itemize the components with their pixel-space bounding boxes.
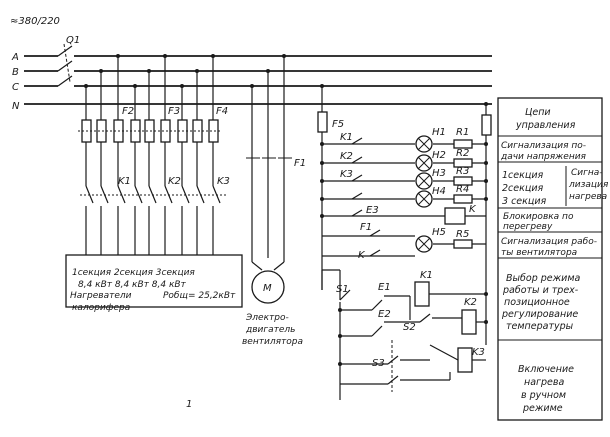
lamp-label-h3: H3 [432, 168, 446, 179]
resistor-label-r4: R4 [456, 184, 469, 195]
coil-k3 [457, 347, 473, 373]
fuse-label-f5: F5 [332, 119, 344, 130]
bus-labels: A B C N [11, 52, 20, 112]
legend-heating-signal-3: нагрева [569, 192, 607, 202]
heater-block [65, 254, 243, 308]
bus-label-a: A [11, 52, 19, 63]
resistor-label-r1: R1 [456, 127, 469, 138]
heater-name-label: Нагреватели [70, 291, 132, 301]
legend-section-1: 1секция [502, 170, 543, 181]
sensor-label-e2: E2 [378, 309, 391, 320]
legend-voltage-1: Сигнализация по- [501, 141, 586, 151]
resistor-r3 [453, 176, 473, 186]
resistor-r4 [453, 194, 473, 204]
legend-fan-signal-2: ты вентилятора [501, 248, 577, 258]
motor-wires [246, 54, 292, 271]
coil-k [444, 207, 466, 225]
resistor-group [444, 139, 473, 249]
fuse-label-f3: F3 [168, 106, 180, 117]
contactor-label-k1: K1 [118, 176, 131, 187]
heater-fuses [78, 119, 222, 143]
row-label-k: K [358, 250, 366, 261]
resistor-label-r3: R3 [456, 166, 469, 177]
legend-mode-3: позиционное [504, 297, 570, 308]
row-label-e3: E3 [366, 205, 379, 216]
motor-caption-1: Электро- [245, 313, 289, 323]
heater-total-power-label: Pобщ= 25,2кВт [163, 291, 236, 301]
legend-circuits-2: управления [515, 120, 576, 131]
resistor-r2 [453, 158, 473, 168]
switch-label-s1: S1 [336, 284, 349, 295]
contactor-label-k2: K2 [168, 176, 181, 187]
legend-section-3: 3 секция [502, 196, 547, 207]
motor-caption-3: вентилятора [242, 337, 303, 347]
main-switch-label: Q1 [66, 35, 80, 46]
motor-symbol-label: M [263, 283, 272, 294]
lamp-label-h2: H2 [432, 150, 446, 161]
motor-symbol [251, 270, 285, 304]
fuse-label-f4: F4 [216, 106, 228, 117]
row-label-k3: K3 [340, 169, 353, 180]
legend-mode-2: работы и трех- [502, 285, 579, 296]
bus-label-b: B [12, 67, 19, 78]
coil-k2 [461, 309, 477, 335]
supply-voltage-label: ≈380/220 [10, 16, 60, 27]
row-label-k1: K1 [340, 132, 353, 143]
bus-label-c: C [12, 82, 19, 93]
motor-caption-2: двигатель [245, 325, 295, 335]
switch-label-s2: S2 [403, 322, 416, 333]
legend-mode-1: Выбор режима [506, 273, 581, 284]
legend-column [497, 97, 603, 421]
legend-mode-5: температуры [506, 321, 574, 332]
resistor-label-r2: R2 [456, 148, 469, 159]
legend-manual-2: нагрева [524, 377, 564, 388]
contactor-label-k3: K3 [217, 176, 230, 187]
row-label-k2: K2 [340, 151, 353, 162]
legend-manual-4: режиме [522, 403, 563, 414]
coil-label-k: K [469, 204, 477, 215]
heater-name-label-2: калорифера [72, 303, 130, 313]
sensor-label-e1: E1 [378, 282, 391, 293]
coil-label-k2: K2 [464, 297, 477, 308]
control-wiring [317, 84, 492, 345]
legend-manual-1: Включение [518, 364, 574, 375]
heater-contacts [80, 142, 226, 255]
resistor-label-r5: R5 [456, 229, 469, 240]
fuse-label-f2: F2 [122, 106, 134, 117]
resistor-r5 [453, 239, 473, 249]
heater-sections-label: 1секция 2секция 3секция [72, 268, 195, 278]
legend-overheat-2: перегреву [503, 222, 553, 232]
coil-k1 [414, 281, 430, 307]
lamp-label-h4: H4 [432, 186, 446, 197]
resistor-r1 [453, 139, 473, 149]
legend-mode-4: регулирование [501, 309, 578, 320]
legend-overheat-1: Блокировка по [503, 212, 574, 222]
motor-relay-label: F1 [294, 158, 306, 169]
legend-voltage-2: дачи напряжения [500, 152, 587, 162]
legend-section-2: 2секция [502, 183, 543, 194]
coil-label-k3: K3 [472, 347, 485, 358]
switch-label-s3: S3 [372, 358, 385, 369]
legend-circuits-1: Цепи [525, 107, 551, 118]
figure-number: 1 [186, 399, 192, 410]
legend-heating-signal-2: лизация [568, 180, 609, 190]
heater-feed-wires [84, 54, 215, 120]
lamp-label-h1: H1 [432, 127, 446, 138]
lamp-label-h5: H5 [432, 227, 446, 238]
bus-label-n: N [12, 101, 20, 112]
bus-lines [24, 43, 492, 105]
mode-selection-circuit [321, 269, 488, 400]
legend-fan-signal-1: Сигнализация рабо- [501, 237, 597, 247]
coil-label-k1: K1 [420, 270, 433, 281]
lamp-group [415, 135, 433, 253]
row-label-f1: F1 [360, 222, 372, 233]
legend-manual-3: в ручном [521, 390, 566, 401]
heater-power-label: 8,4 кВт 8,4 кВт 8,4 кВт [78, 280, 187, 290]
legend-heating-signal-1: Сигна- [571, 168, 603, 178]
